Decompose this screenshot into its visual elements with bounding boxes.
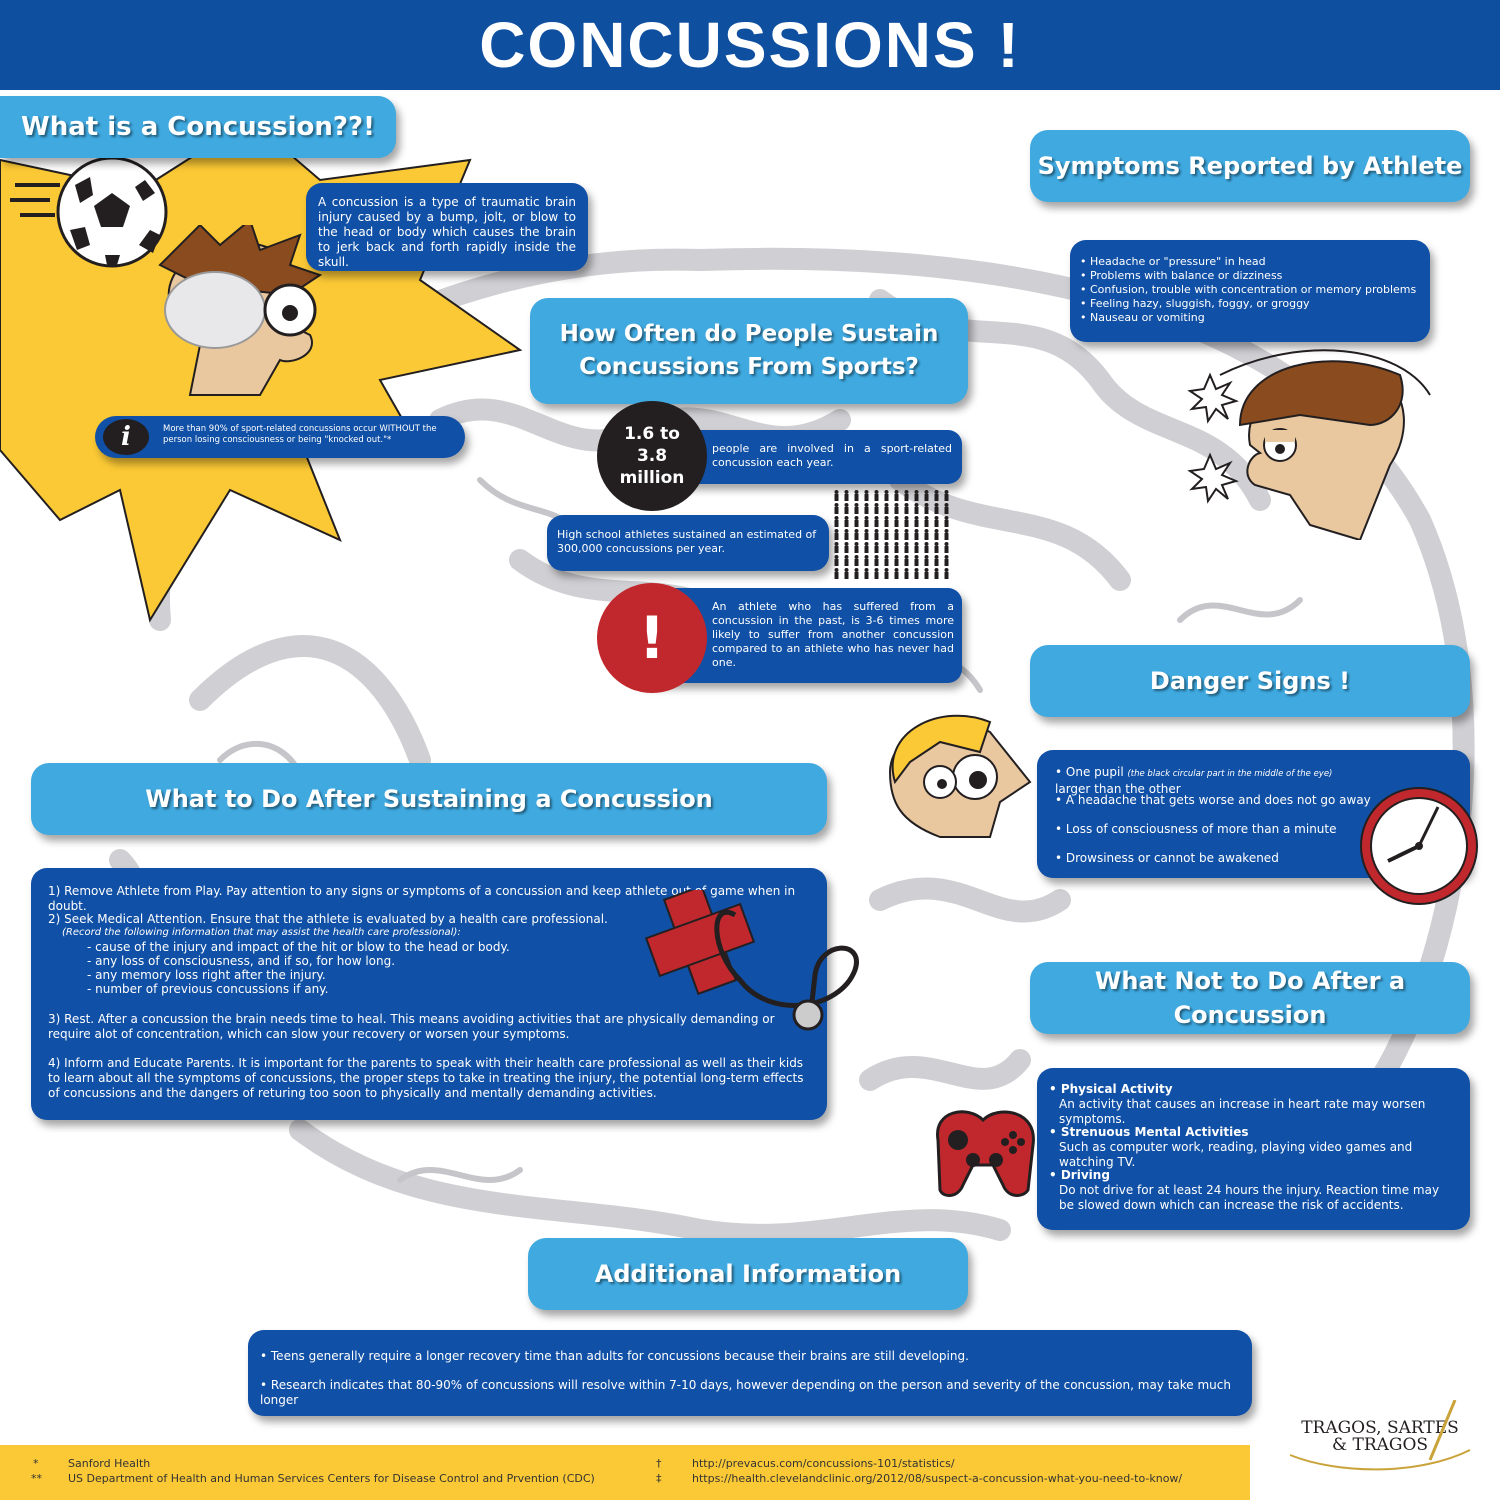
warning-exclamation-icon: ! (597, 583, 707, 693)
section-title-how-often: How Often do People Sustain Concussions … (530, 298, 968, 404)
page-header: CONCUSSIONS ! (0, 0, 1500, 90)
what-not-heading: • Physical Activity (1049, 1082, 1173, 1096)
what-not-desc: Such as computer work, reading, playing … (1059, 1140, 1413, 1169)
stat-high-school: High school athletes sustained an estima… (547, 515, 829, 571)
concussion-definition: A concussion is a type of traumatic brai… (306, 183, 588, 271)
danger-item-text: • One pupil (1055, 765, 1128, 779)
dizzy-boy-illustration (1187, 349, 1431, 540)
soccer-ball-icon (56, 156, 168, 268)
logo-line: & TRAGOS (1331, 1435, 1429, 1455)
danger-item-note: (the black circular part in the middle o… (1127, 769, 1333, 779)
step-2-note: (Record the following information that m… (62, 927, 461, 938)
symptom-item: • Problems with balance or dizziness (1080, 269, 1283, 282)
section-title-danger: Danger Signs ! (1030, 645, 1470, 717)
stat-annual-text: people are involved in a sport-related c… (712, 442, 952, 469)
logo-line: TRAGOS, SARTES (1301, 1418, 1459, 1438)
danger-item: • One pupil (the black circular part in … (1055, 765, 1355, 797)
step-4: 4) Inform and Educate Parents. It is imp… (48, 1056, 804, 1100)
symptoms-list-box: • Headache or "pressure" in head • Probl… (1070, 240, 1430, 342)
what-not-box: • Physical Activity An activity that cau… (1037, 1068, 1470, 1230)
logo-ornament-icon (1289, 1400, 1471, 1471)
symptom-item: • Feeling hazy, sluggish, foggy, or grog… (1080, 297, 1310, 310)
page-title: CONCUSSIONS ! (479, 9, 1021, 81)
step-2: 2) Seek Medical Attention. Ensure that t… (48, 912, 608, 926)
symptom-item: • Confusion, trouble with concentration … (1080, 283, 1417, 296)
info-icon: i (103, 419, 149, 455)
danger-item: • A headache that gets worse and does no… (1055, 793, 1371, 807)
people-pictograph-icon (834, 490, 949, 579)
symptom-item: • Nauseau or vomiting (1080, 311, 1205, 324)
step-3: 3) Rest. After a concussion the brain ne… (48, 1012, 775, 1041)
step-2-item: - cause of the injury and impact of the … (87, 940, 510, 954)
footer-mark: † (656, 1457, 662, 1470)
what-not-heading: • Strenuous Mental Activities (1049, 1125, 1249, 1139)
footer-references: * Sanford Health ** US Department of Hea… (0, 1445, 1250, 1500)
footer-ref-link[interactable]: https://health.clevelandclinic.org/2012/… (692, 1472, 1183, 1485)
what-not-desc: An activity that causes an increase in h… (1059, 1097, 1426, 1126)
info-note-text: More than 90% of sport-related concussio… (163, 424, 437, 445)
section-title-what-not: What Not to Do After a Concussion (1030, 962, 1470, 1034)
additional-item: • Teens generally require a longer recov… (260, 1349, 969, 1363)
game-controller-icon (936, 1110, 1035, 1197)
footer-ref: Sanford Health (68, 1457, 151, 1470)
danger-item: • Drowsiness or cannot be awakened (1055, 851, 1279, 865)
stat-number-circle: 1.6 to 3.8 million (597, 401, 707, 511)
footer-mark: * (33, 1457, 39, 1470)
step-2-item: - number of previous concussions if any. (87, 982, 329, 996)
danger-item: • Loss of consciousness of more than a m… (1055, 822, 1337, 836)
what-not-heading: • Driving (1049, 1168, 1110, 1182)
step-1: 1) Remove Athlete from Play. Pay attenti… (48, 884, 796, 913)
section-title-what-is: What is a Concussion??! (0, 96, 396, 158)
worried-boy-illustration (888, 714, 1032, 838)
section-title-what-to-do: What to Do After Sustaining a Concussion (31, 763, 827, 835)
step-2-item: - any loss of consciousness, and if so, … (87, 954, 396, 968)
what-not-desc: Do not drive for at least 24 hours the i… (1059, 1183, 1440, 1212)
footer-ref: US Department of Health and Human Servic… (68, 1472, 595, 1485)
stat-repeat-text: An athlete who has suffered from a concu… (712, 600, 954, 669)
tragos-sartes-logo: TRAGOS, SARTES & TRAGOS (1280, 1400, 1480, 1480)
additional-info-box: • Teens generally require a longer recov… (248, 1330, 1252, 1416)
red-cross-stethoscope-icon (644, 890, 859, 1031)
section-title-additional: Additional Information (528, 1238, 968, 1310)
info-note-box: i More than 90% of sport-related concuss… (95, 416, 465, 458)
danger-item-text: larger than the other (1055, 782, 1181, 796)
clock-icon (1360, 787, 1478, 905)
footer-mark: ** (31, 1472, 42, 1485)
additional-item: • Research indicates that 80-90% of conc… (260, 1378, 1231, 1407)
section-title-symptoms: Symptoms Reported by Athlete (1030, 130, 1470, 202)
symptom-item: • Headache or "pressure" in head (1080, 255, 1266, 268)
footer-ref-link[interactable]: http://prevacus.com/concussions-101/stat… (692, 1457, 955, 1470)
step-2-item: - any memory loss right after the injury… (87, 968, 326, 982)
footer-mark: ‡ (656, 1472, 662, 1485)
boy-with-brain-illustration (158, 225, 323, 396)
